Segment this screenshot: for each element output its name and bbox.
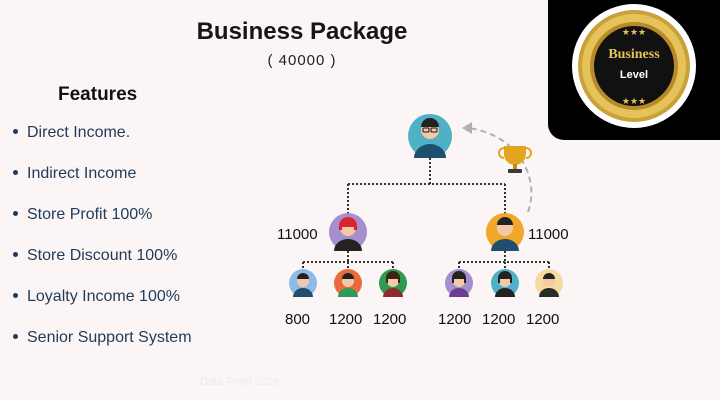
bullet-icon [13,169,18,175]
right-parent-value: 11000 [528,226,569,243]
svg-text:★★★: ★★★ [622,28,646,38]
child-avatar-icon [445,269,473,297]
child-value: 800 [285,311,311,328]
bullet-icon [13,333,18,339]
child-avatar-icon [535,269,563,297]
child-avatar-icon [379,269,407,297]
badge-line1: Business [608,47,660,62]
left-parent-avatar-icon [329,213,367,251]
child-value: 1200 [329,311,363,328]
features-heading: Features [58,84,138,105]
tree-connectors [302,158,550,270]
svg-text:★★★: ★★★ [622,97,646,107]
child-value: 1200 [526,311,560,328]
child-avatar-icon [334,269,362,297]
bullet-icon [13,251,18,257]
feature-item: Store Profit 100% [10,194,192,235]
package-price: ( 40000 ) [267,52,337,69]
right-parent-avatar-icon [486,213,524,251]
feature-item: Indirect Income [10,153,192,194]
trophy-icon [498,146,532,173]
top-person-avatar-icon [408,114,452,158]
child-avatar-icon [491,269,519,297]
child-avatar-icon [289,269,317,297]
business-level-badge: ★★★ ★★★ Business Level [548,0,720,140]
bullet-icon [13,210,18,216]
arrow-head-icon [462,122,472,134]
badge-line2: Level [620,69,648,81]
bullet-icon [13,292,18,298]
feature-item: Direct Income. [10,112,192,153]
bullet-icon [13,128,18,134]
child-value: 1200 [482,311,516,328]
feature-item: Senior Support System [10,317,192,358]
page-title: Business Package [196,18,408,45]
feature-item: Loyalty Income 100% [10,276,192,317]
badge-medal-icon: ★★★ ★★★ Business Level [572,4,696,128]
feature-item: Store Discount 100% [10,235,192,276]
child-value: 1200 [438,311,472,328]
left-parent-value: 11000 [277,226,318,243]
footer-text: Data From 2026 [200,376,280,388]
child-value: 1200 [373,311,407,328]
features-list: Direct Income. Indirect Income Store Pro… [10,112,192,358]
